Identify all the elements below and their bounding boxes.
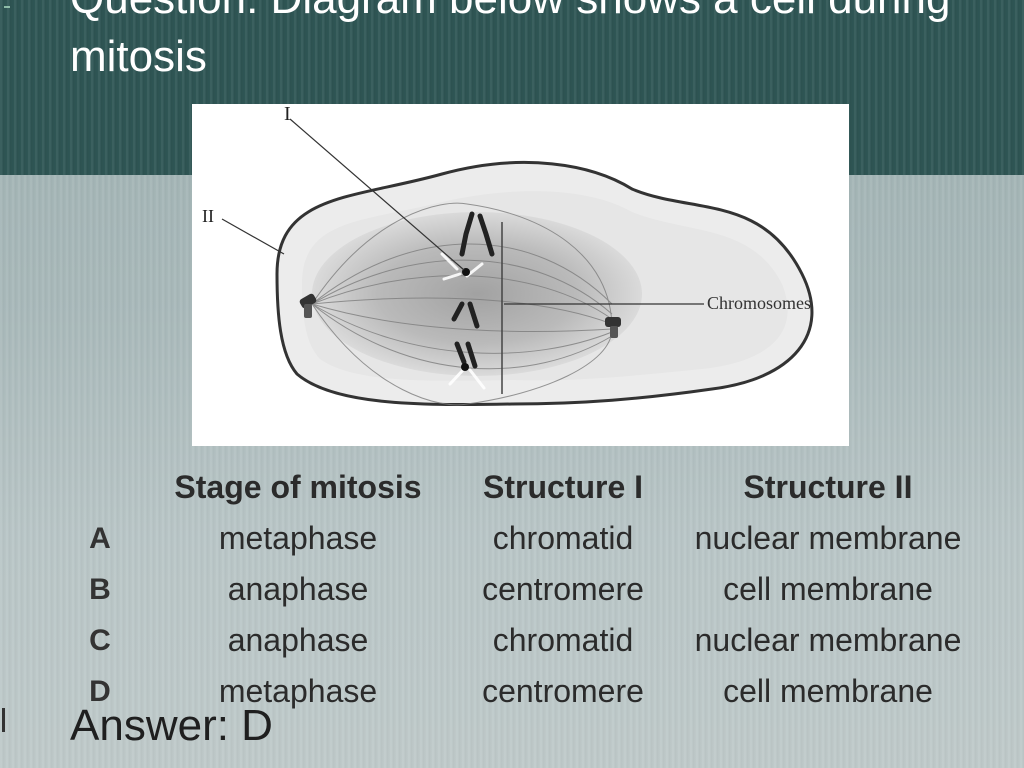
stage-cell: metaphase [218, 673, 378, 709]
table-row: D metaphase centromere cell membrane [60, 666, 1010, 717]
header-structure-1: Structure I [482, 469, 644, 505]
structure-1-cell: chromatid [492, 622, 634, 658]
structure-2-cell: nuclear membrane [694, 520, 962, 556]
stage-cell: anaphase [227, 622, 369, 658]
option-label: A [89, 522, 111, 555]
option-label: D [89, 675, 111, 708]
title-band [0, 0, 1024, 175]
stage-cell: anaphase [227, 571, 369, 607]
label-chromosomes: Chromosomes [707, 293, 811, 313]
corner-mark [4, 6, 10, 8]
structure-1-cell: chromatid [492, 520, 634, 556]
pointer-structure-2 [221, 218, 285, 255]
table-row: B anaphase centromere cell membrane [60, 564, 1010, 615]
spindle-fibers [311, 202, 613, 406]
mitosis-diagram: I II Chromosomes [192, 104, 849, 446]
chromosomes [451, 211, 495, 369]
cell-illustration: I II Chromosomes [202, 104, 814, 407]
centriole-right [605, 317, 621, 338]
structure-1-cell: centromere [482, 673, 644, 709]
label-structure-2: II [202, 206, 214, 226]
table-row: A metaphase chromatid nuclear membrane [60, 513, 1010, 564]
stage-cell: metaphase [218, 520, 378, 556]
label-structure-1: I [284, 104, 291, 125]
centriole-left [299, 293, 317, 318]
structure-1-cell: centromere [482, 571, 644, 607]
table-header-row: Stage of mitosis Structure I Structure I… [60, 462, 1010, 513]
edge-marker [2, 708, 5, 732]
structure-2-cell: cell membrane [723, 673, 933, 709]
header-structure-2: Structure II [743, 469, 913, 505]
option-label: C [89, 624, 111, 657]
structure-2-cell: nuclear membrane [694, 622, 962, 658]
slide-title: Question: Diagram below shows a cell dur… [70, 0, 950, 81]
spindle-region [312, 212, 642, 376]
pointer-structure-1 [289, 118, 465, 271]
table-row: C anaphase chromatid nuclear membrane [60, 615, 1010, 666]
answer-text: Answer: D [70, 701, 273, 750]
option-label: B [89, 573, 111, 606]
answer-options-table: Stage of mitosis Structure I Structure I… [60, 462, 1010, 717]
header-stage: Stage of mitosis [174, 469, 422, 505]
structure-2-cell: cell membrane [723, 571, 933, 607]
